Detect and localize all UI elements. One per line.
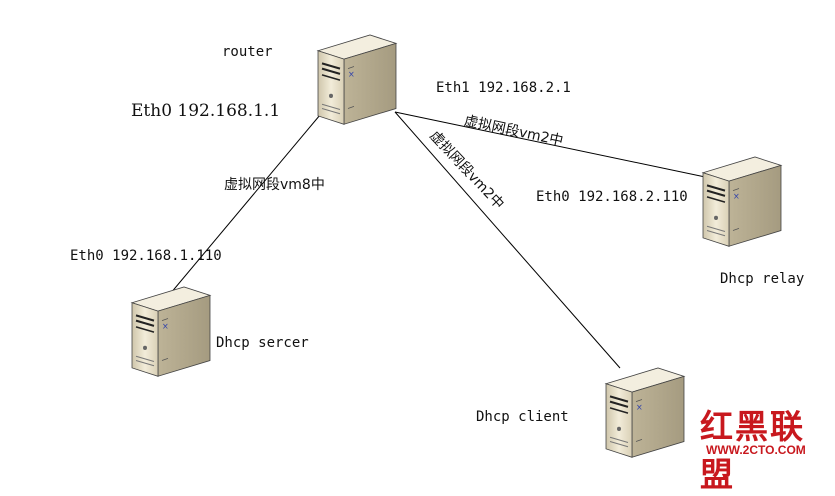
dhcp-client-label: Dhcp client: [476, 409, 569, 425]
link-router-server: [164, 114, 321, 301]
dhcp-server-icon[interactable]: [130, 285, 212, 378]
router-eth1-label: Eth1 192.168.2.1: [436, 80, 571, 96]
dhcp-relay-icon[interactable]: [701, 155, 783, 248]
dhcp-relay-label: Dhcp relay: [720, 271, 805, 287]
dhcp-client-icon[interactable]: [604, 366, 686, 459]
router-server-icon[interactable]: [316, 33, 398, 126]
server-eth0-label: Eth0 192.168.1.110: [70, 248, 222, 264]
relay-eth0-label: Eth0 192.168.2.110: [536, 189, 688, 205]
watermark-url: WWW.2CTO.COM: [706, 443, 806, 457]
link-router-client: [394, 111, 621, 369]
router-eth0-label: Eth0 192.168.1.1: [131, 101, 281, 121]
router-label: router: [222, 44, 273, 60]
dhcp-server-label: Dhcp sercer: [216, 335, 309, 351]
diagram-canvas: ×: [130, 33, 783, 459]
link-router-relay: [394, 111, 711, 179]
link-router-server-label: 虚拟网段vm8中: [224, 177, 325, 193]
network-diagram: × router Dhcp sercer Dhcp relay Dhcp cli…: [70, 33, 806, 494]
